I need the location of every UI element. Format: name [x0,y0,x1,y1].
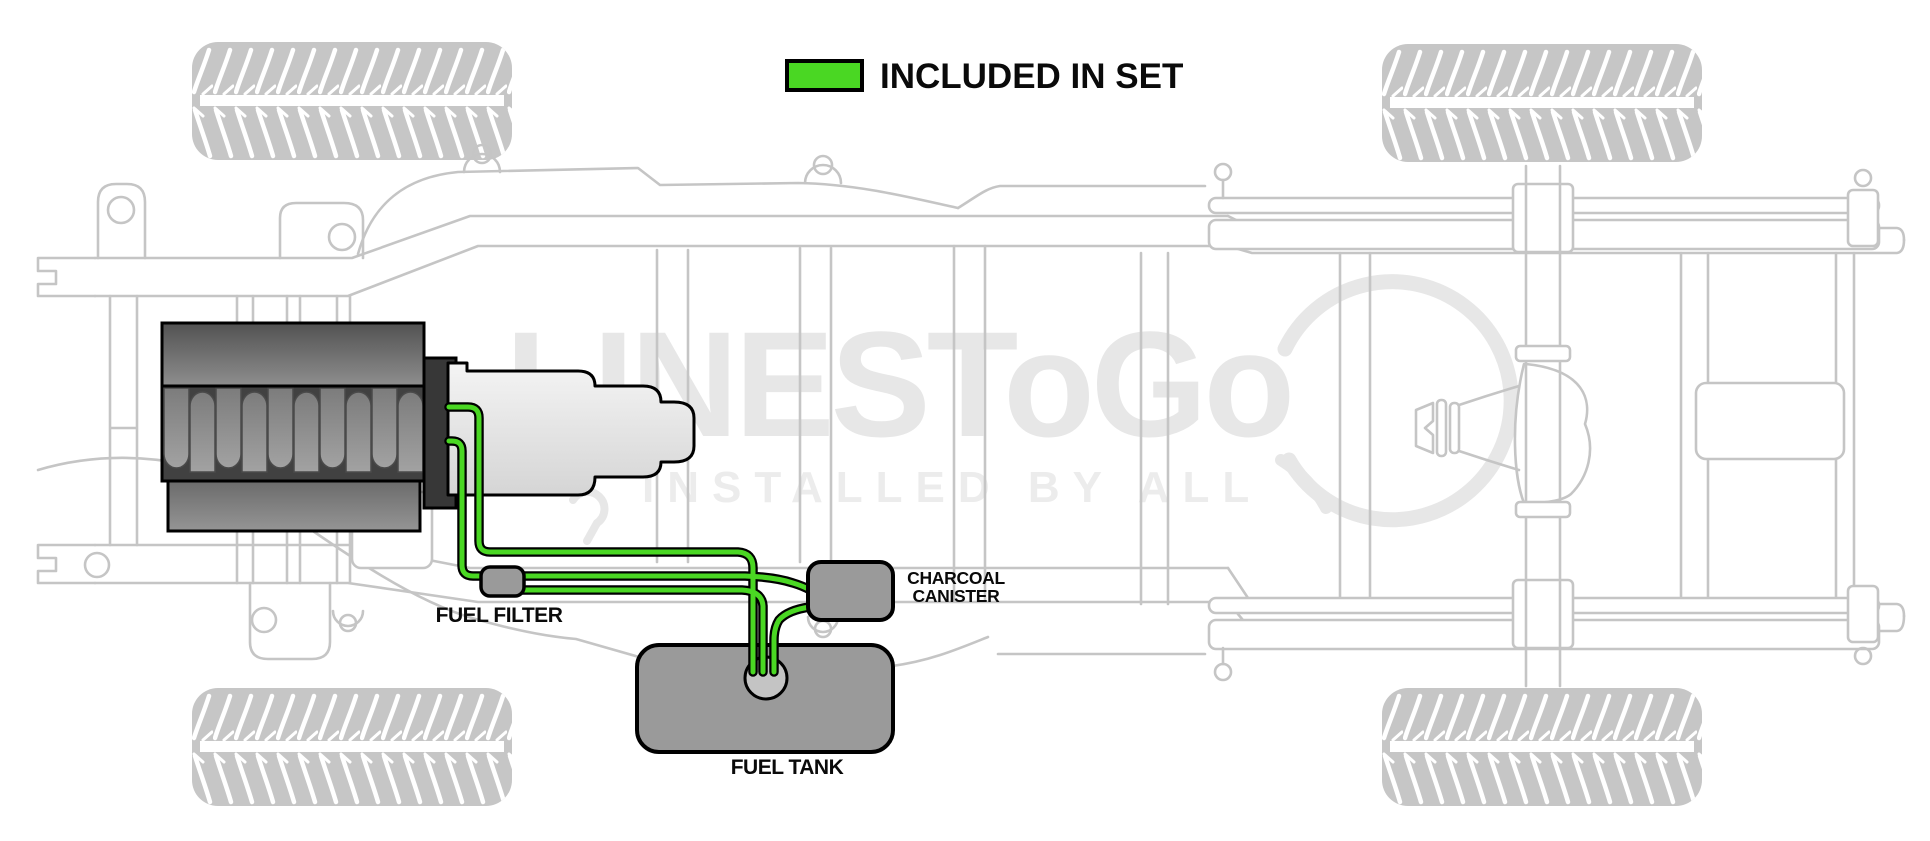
charcoal-canister-label-line1: CHARCOAL [907,568,1005,588]
legend: INCLUDED IN SET [785,57,1183,96]
tire-rear-right [1382,688,1702,806]
watermark-circle-accent [1275,454,1332,514]
transmission [446,361,696,497]
spare-tire-carrier [1694,381,1846,461]
engine-assembly [160,321,696,533]
driveshaft-yoke [1414,401,1435,455]
charcoal-canister-label-line2: CANISTER [912,586,1000,606]
legend-label: INCLUDED IN SET [880,57,1183,96]
engine-cylinders [163,387,424,473]
engine-oil-pan [166,479,422,533]
watermark-swirl-icon [569,487,609,545]
charcoal-canister-body [806,560,895,622]
fuel-filter-label: FUEL FILTER [436,604,563,627]
fuel-tank-label: FUEL TANK [731,756,844,779]
legend-swatch [785,59,864,92]
tire-front-left [192,42,512,160]
differential-housing [1513,362,1592,505]
leaf-spring-left [1207,162,1881,254]
tire-rear-left [1382,44,1702,162]
rear-axle [1414,164,1592,688]
watermark-circle-swirl [1277,274,1519,528]
leaf-spring-right [1207,578,1881,682]
tire-front-right [192,688,512,806]
fuel-filter-body [479,565,526,598]
engine-valve-cover [160,321,426,388]
watermark-tagline-text: INSTALLED BY ALL [642,463,1262,512]
